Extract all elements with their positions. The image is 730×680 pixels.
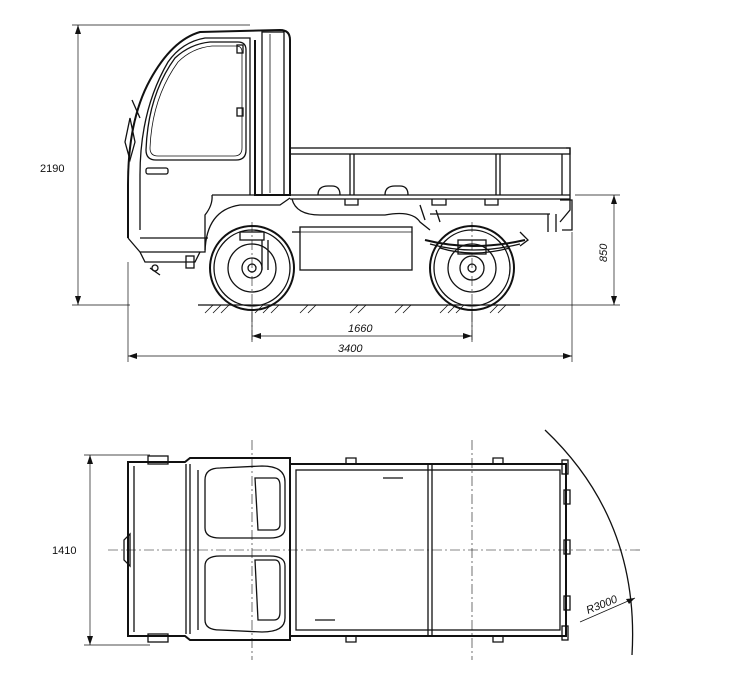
cargo-platform [289, 147, 573, 232]
length-label: 3400 [338, 343, 363, 355]
turning-radius-label: R3000 [585, 593, 620, 617]
cab [124, 28, 291, 276]
width-label: 1410 [52, 545, 76, 557]
top-view: 1410 [52, 429, 640, 660]
platform-height-label: 850 [598, 243, 610, 262]
rear-wheel [424, 222, 529, 340]
cab-roof [123, 455, 291, 643]
height-label: 2190 [40, 163, 64, 175]
height-dimension: 2190 [40, 24, 250, 306]
platform-height-dimension: 850 [520, 194, 620, 306]
wheelbase-label: 1660 [348, 323, 373, 335]
wheelbase-dimension: 1660 [251, 310, 473, 342]
side-view: 2190 [40, 24, 620, 362]
width-dimension: 1410 [52, 454, 150, 646]
length-dimension: 3400 [127, 232, 573, 362]
battery-box [292, 226, 413, 271]
cargo-bed-top [289, 457, 571, 643]
